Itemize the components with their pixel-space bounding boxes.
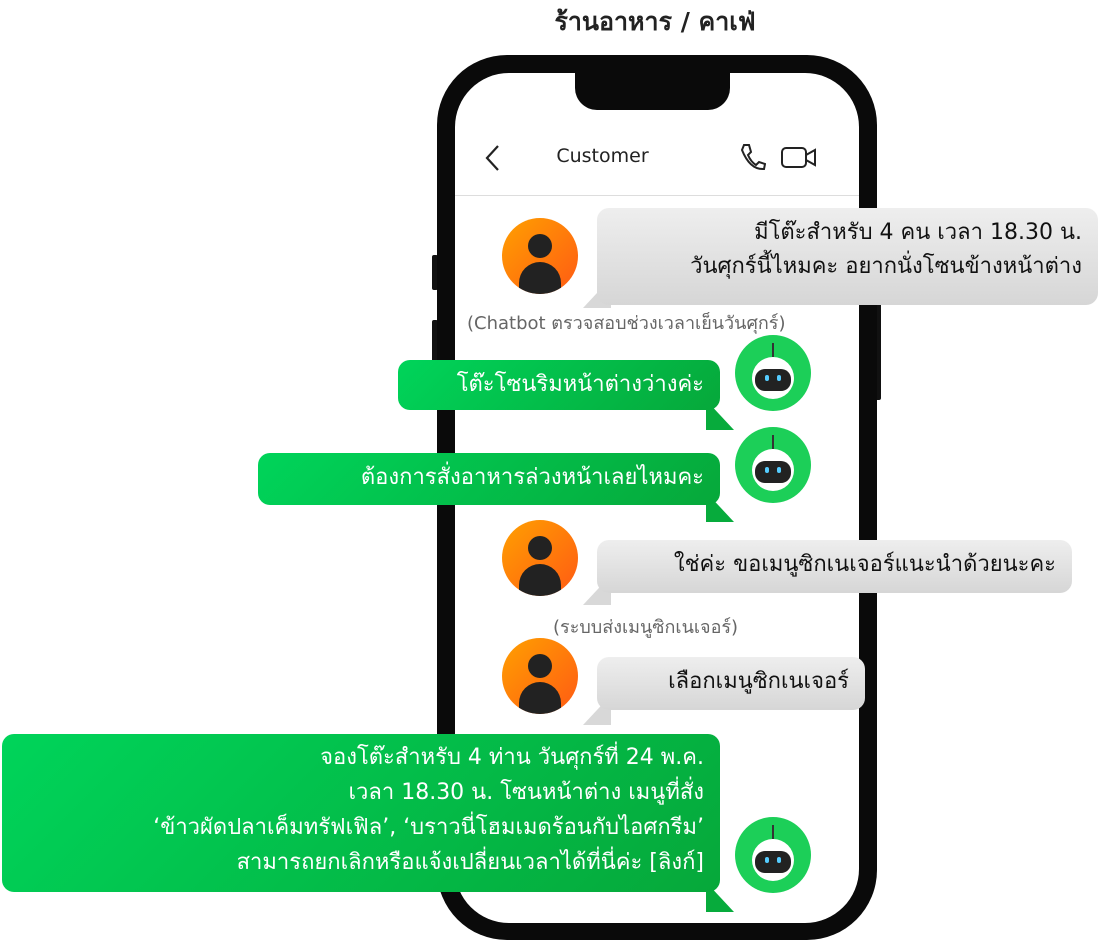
bot-confirmation-message: จองโต๊ะสำหรับ 4 ท่าน วันศุกร์ที่ 24 พ.ค.… [2,734,720,892]
message-line: สามารถยกเลิกหรือแจ้งเปลี่ยนเวลาได้ที่นี่… [236,850,704,875]
bot-message: ต้องการสั่งอาหารล่วงหน้าเลยไหมคะ [258,453,720,505]
phone-side-button [875,300,881,400]
customer-message: ใช่ค่ะ ขอเมนูซิกเนเจอร์แนะนำด้วยนะคะ [597,540,1072,593]
customer-avatar [502,520,578,596]
message-line: มีโต๊ะสำหรับ 4 คน เวลา 18.30 น. [754,220,1082,245]
chatbot-avatar [735,335,811,411]
chatbot-avatar [735,817,811,893]
customer-message: มีโต๊ะสำหรับ 4 คน เวลา 18.30 น. วันศุกร์… [597,208,1098,305]
system-note: (Chatbot ตรวจสอบช่วงเวลาเย็นวันศุกร์) [467,313,786,334]
chatbot-avatar [735,427,811,503]
system-note: (ระบบส่งเมนูซิกเนเจอร์) [553,617,739,638]
phone-side-button [432,255,438,290]
back-chevron-icon[interactable] [482,143,504,173]
header-divider [455,195,859,196]
customer-avatar [502,218,578,294]
phone-call-icon[interactable] [738,142,766,172]
page-title: ร้านอาหาร / คาเฟ่ [554,7,756,36]
bot-message: โต๊ะโซนริมหน้าต่างว่างค่ะ [398,360,720,410]
contact-name: Customer [556,145,649,167]
customer-avatar [502,638,578,714]
phone-notch [575,70,730,110]
message-line: จองโต๊ะสำหรับ 4 ท่าน วันศุกร์ที่ 24 พ.ค. [320,745,704,770]
message-line: เวลา 18.30 น. โซนหน้าต่าง เมนูที่สั่ง [348,780,705,805]
customer-message: เลือกเมนูซิกเนเจอร์ [597,657,865,710]
message-line: วันศุกร์นี้ไหมคะ อยากนั่งโซนข้างหน้าต่าง [690,254,1082,279]
message-line: ‘ข้าวผัดปลาเค็มทรัฟเฟิล’, ‘บราวนี่โฮมเมด… [153,815,704,840]
video-call-icon[interactable] [780,145,818,171]
